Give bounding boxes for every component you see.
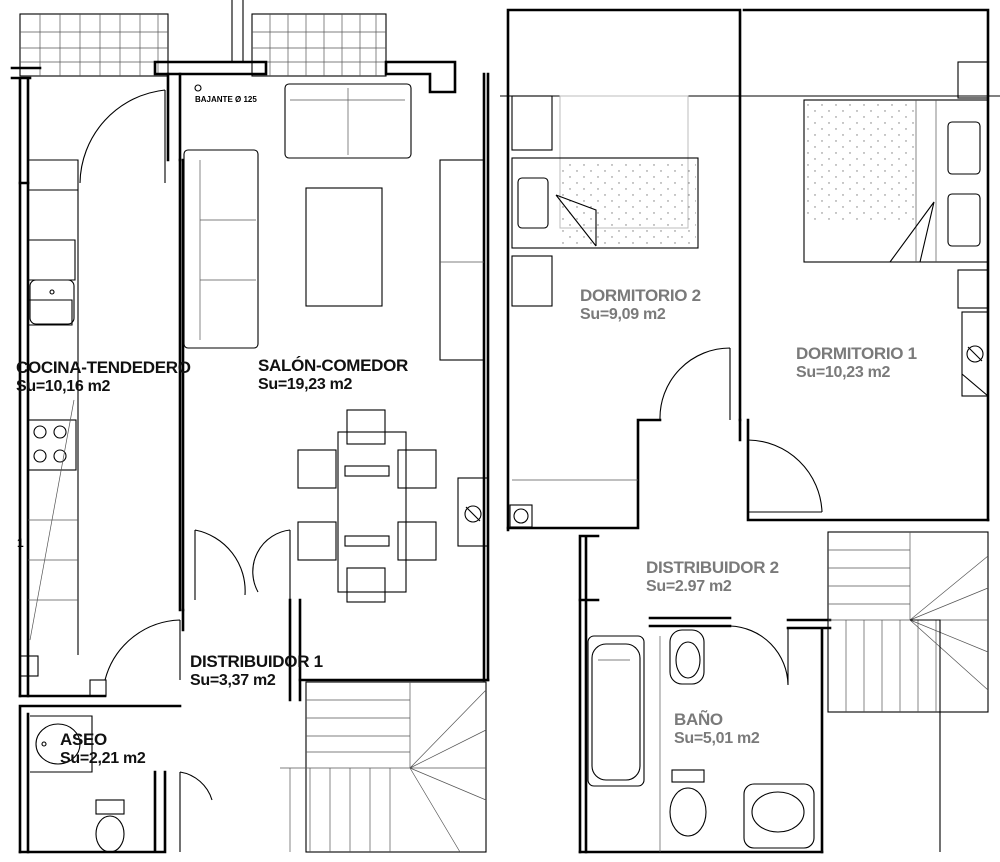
stair-right [827, 531, 989, 852]
room-name: BAÑO [674, 710, 723, 729]
room-name: DORMITORIO 2 [580, 286, 701, 305]
room-area: Su=5,01 m2 [674, 730, 760, 747]
kitchen-fixtures [19, 159, 79, 677]
room-label-cocina: COCINA-TENDEDERO Su=10,16 m2 [16, 358, 191, 396]
room-area: Su=10,16 m2 [16, 378, 111, 395]
left-plan [10, 0, 490, 854]
aseo-fixtures [30, 679, 125, 853]
room-area: Su=2,21 m2 [60, 750, 146, 767]
bedroom-1-furniture [803, 61, 989, 397]
bathroom-fixtures [587, 629, 815, 852]
room-label-aseo: ASEO Su=2,21 m2 [60, 730, 146, 768]
room-name: DISTRIBUIDOR 2 [646, 558, 779, 577]
living-furniture [183, 83, 489, 603]
room-area: Su=10,23 m2 [796, 364, 891, 381]
right-plan [500, 8, 1000, 854]
room-label-distribuidor-1: DISTRIBUIDOR 1 Su=3,37 m2 [190, 652, 323, 690]
room-area: Su=19,23 m2 [258, 376, 353, 393]
room-name: SALÓN-COMEDOR [258, 356, 409, 375]
bedroom-2-furniture [509, 95, 699, 528]
room-label-salon: SALÓN-COMEDOR Su=19,23 m2 [258, 356, 408, 394]
room-label-dormitorio-1: DORMITORIO 1 Su=10,23 m2 [796, 344, 917, 382]
left-doors [79, 89, 291, 852]
right-doors [659, 347, 823, 686]
room-name: DISTRIBUIDOR 1 [190, 652, 323, 671]
bajante-label: BAJANTE Ø 125 [195, 95, 257, 104]
edge-mark: 1 [17, 536, 24, 550]
room-name: ASEO [60, 730, 107, 749]
room-area: Su=3,37 m2 [190, 672, 276, 689]
room-area: Su=9,09 m2 [580, 306, 666, 323]
stair-left [280, 681, 487, 853]
room-name: COCINA-TENDEDERO [16, 358, 191, 377]
balcony-left [19, 13, 169, 77]
room-label-bano: BAÑO Su=5,01 m2 [674, 710, 760, 748]
room-label-distribuidor-2: DISTRIBUIDOR 2 Su=2.97 m2 [646, 558, 779, 596]
room-name: DORMITORIO 1 [796, 344, 917, 363]
room-label-dormitorio-2: DORMITORIO 2 Su=9,09 m2 [580, 286, 701, 324]
room-area: Su=2.97 m2 [646, 578, 732, 595]
balcony-right [251, 13, 387, 77]
